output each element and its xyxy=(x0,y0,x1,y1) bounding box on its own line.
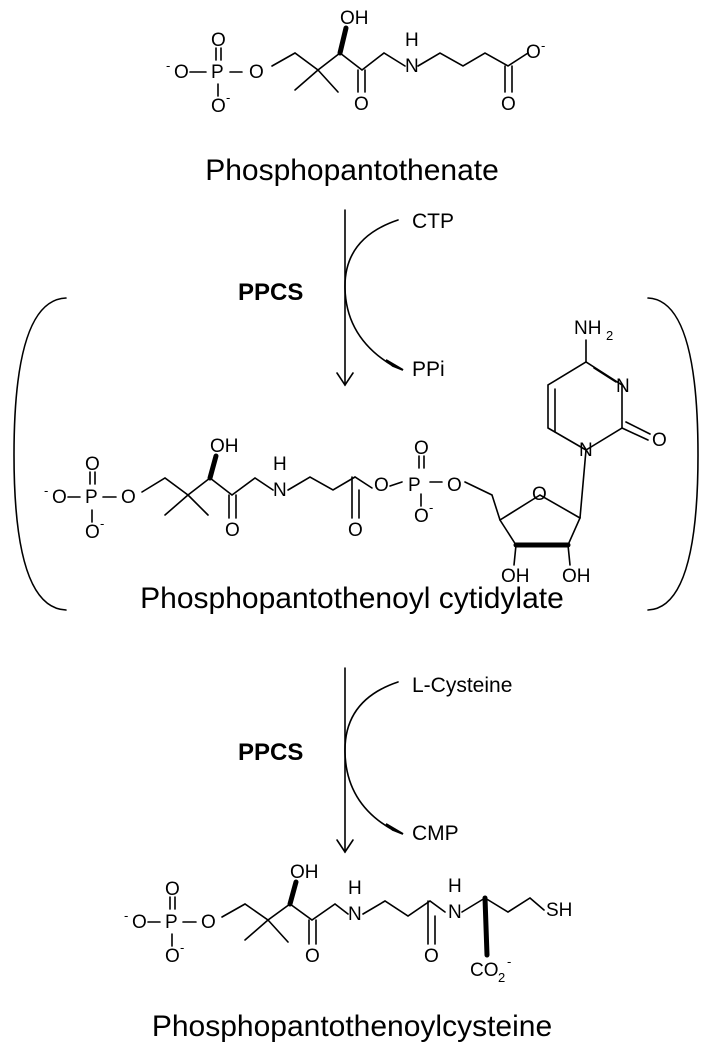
amide-n: N xyxy=(405,56,419,77)
phosphate-o-neg-left: O xyxy=(174,62,189,83)
amide-h-1: H xyxy=(348,878,362,899)
amide-o: O xyxy=(354,94,369,115)
charge: - xyxy=(166,58,170,73)
amide-h: H xyxy=(273,454,287,475)
phosphorus: P xyxy=(211,62,224,83)
compound-name-intermediate: Phosphopantothenoyl cytidylate xyxy=(140,582,564,615)
compound-name-product: Phosphopantothenoylcysteine xyxy=(152,1010,552,1043)
substrate-in-step-2: L-Cysteine xyxy=(412,674,512,697)
charge: - xyxy=(429,500,433,515)
nh2-subscript: 2 xyxy=(606,328,613,343)
ester2-o: O xyxy=(447,475,462,496)
reaction-arrow-step-1 xyxy=(336,209,404,387)
enzyme-label-step-1: PPCS xyxy=(238,279,303,306)
ester-o: O xyxy=(201,912,216,933)
charge: - xyxy=(100,516,104,531)
amide-o: O xyxy=(225,520,240,541)
ribose-oh-right: OH xyxy=(562,566,591,587)
substrate-in-step-1: CTP xyxy=(412,210,454,233)
phosphopantothenoyl-cytidylate-structure: O - P O O - O OH O N H O O P O O - O O O… xyxy=(44,318,667,587)
amide-h-2: H xyxy=(448,876,462,897)
cytosine-o: O xyxy=(652,430,667,451)
carboxylate: CO xyxy=(470,960,499,981)
phosphate-o-neg-bottom: O xyxy=(165,946,180,967)
enzyme-label-step-2: PPCS xyxy=(238,739,303,766)
hydroxyl: OH xyxy=(290,862,319,883)
bracket-left xyxy=(13,297,67,611)
amide-n-1: N xyxy=(348,904,362,925)
cytosine-nh2: NH xyxy=(574,318,601,339)
phosphate-o-neg-left: O xyxy=(132,912,147,933)
carboxyl-o: O xyxy=(501,94,516,115)
charge: - xyxy=(507,954,511,969)
ester-o: O xyxy=(249,62,264,83)
phosphorus: P xyxy=(165,912,178,933)
phosphate-o-double: O xyxy=(85,454,100,475)
phosphate-o-neg-left: O xyxy=(52,487,67,508)
reaction-arrow-step-2 xyxy=(336,667,404,854)
amide-h: H xyxy=(405,30,419,51)
charge: - xyxy=(226,90,230,105)
charge: - xyxy=(124,908,128,923)
charge: - xyxy=(180,940,184,955)
phosphate2-o-neg: O xyxy=(414,506,429,527)
hydroxyl: OH xyxy=(340,8,369,29)
charge: - xyxy=(44,483,48,498)
carboxyl-o-neg: O xyxy=(526,42,541,63)
cytosine-n1: N xyxy=(579,440,593,461)
product-out-step-2: CMP xyxy=(412,822,459,845)
bracket-right xyxy=(647,297,699,611)
charge: - xyxy=(541,38,545,53)
phosphate-o-double: O xyxy=(211,30,226,51)
ribose-o: O xyxy=(532,484,547,505)
amide-o-2: O xyxy=(424,946,439,967)
phosphate2-o-double: O xyxy=(414,438,429,459)
ribose-oh-left: OH xyxy=(501,566,530,587)
anhydride-o: O xyxy=(374,475,389,496)
cytosine-n3: N xyxy=(616,376,630,397)
phosphorus-2: P xyxy=(408,475,421,496)
amide-n-2: N xyxy=(448,902,462,923)
hydroxyl: OH xyxy=(210,436,239,457)
compound-name-phosphopantothenate: Phosphopantothenate xyxy=(205,154,499,187)
phosphate-o-neg-bottom: O xyxy=(211,96,226,117)
ester-o: O xyxy=(121,487,136,508)
phosphate-o-neg-bottom: O xyxy=(85,522,100,543)
amide-o-1: O xyxy=(305,946,320,967)
amide-n: N xyxy=(273,480,287,501)
phosphopantothenate-structure: O - P O O - O OH O N H O O - xyxy=(166,8,545,117)
phosphorus: P xyxy=(85,487,98,508)
phosphate-o-double: O xyxy=(165,879,180,900)
phosphopantothenoylcysteine-structure: O - P O O - O OH O N H O N H CO 2 - SH xyxy=(124,862,572,985)
product-out-step-1: PPi xyxy=(412,358,445,381)
carboxylate-subscript: 2 xyxy=(498,970,505,985)
acyl-o: O xyxy=(348,520,363,541)
thiol: SH xyxy=(546,900,572,921)
